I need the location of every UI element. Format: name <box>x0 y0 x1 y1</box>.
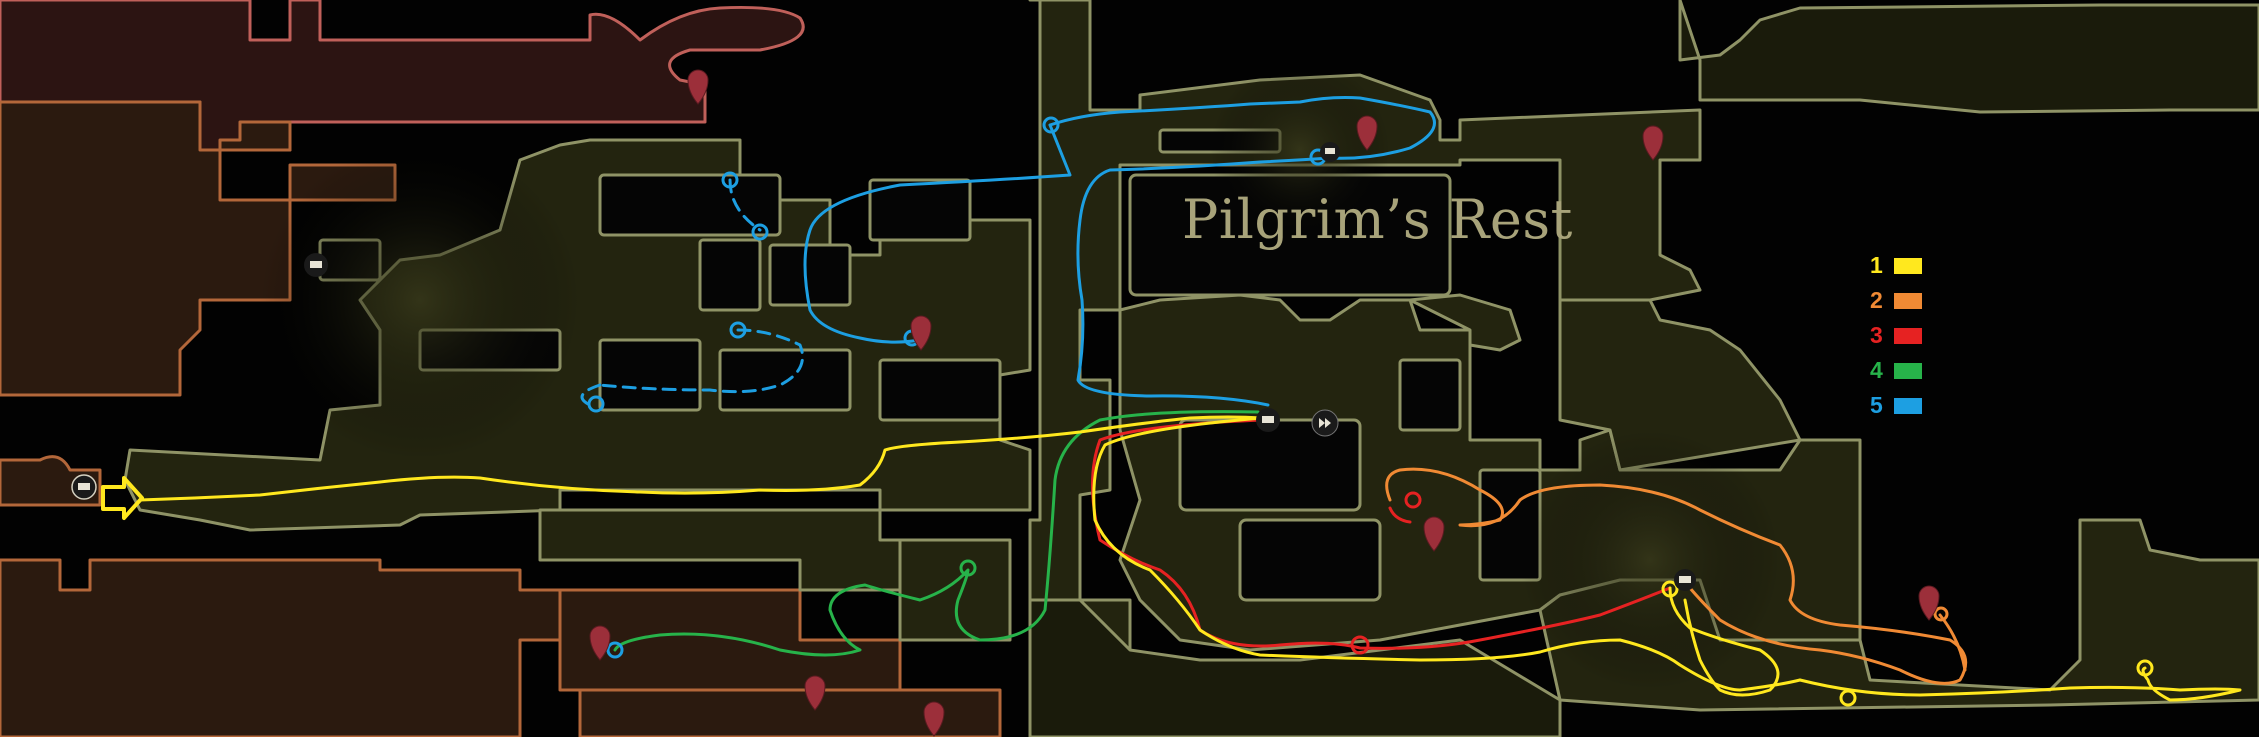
route-waypoint-icon <box>1661 580 1679 598</box>
route-5-main <box>1048 96 1436 407</box>
route-3-loop <box>1388 506 1412 524</box>
route-1-main <box>138 415 1264 502</box>
route-5-upper-branch <box>803 123 1072 344</box>
route-3 <box>1091 418 1672 650</box>
bench-icon <box>71 474 97 500</box>
legend-swatch <box>1894 257 1922 274</box>
route-waypoint-icon <box>1404 491 1422 509</box>
route-waypoint-icon <box>959 559 977 577</box>
route-waypoint-icon <box>751 223 769 241</box>
map-pin-icon <box>1642 125 1664 161</box>
route-waypoint-icon <box>2136 659 2154 677</box>
route-5-dashed-c <box>580 383 602 407</box>
route-3-main <box>1091 418 1672 650</box>
legend-number: 4 <box>1870 357 1883 383</box>
legend-item: 5 <box>1870 388 1922 423</box>
route-waypoint-icon <box>1350 635 1370 655</box>
area-title: Pilgrim’s Rest <box>1182 188 1573 251</box>
legend-item: 3 <box>1870 318 1922 353</box>
route-waypoints <box>587 116 2154 707</box>
legend-swatch <box>1894 362 1922 379</box>
route-waypoint-icon <box>721 171 739 189</box>
legend-item: 1 <box>1870 248 1922 283</box>
route-waypoint-icon <box>1933 606 1949 622</box>
bench-icon <box>304 253 328 277</box>
bench-icon <box>1320 142 1340 162</box>
map-pin-icon <box>1356 115 1378 151</box>
map-pin-icon <box>1423 516 1445 552</box>
route-waypoint-icon <box>729 321 747 339</box>
legend-number: 3 <box>1870 322 1883 348</box>
map-pin-icon <box>910 315 932 351</box>
legend-item: 4 <box>1870 353 1922 388</box>
route-waypoint-icon <box>587 395 605 413</box>
bench-icon <box>1674 569 1696 591</box>
legend-swatch <box>1894 292 1922 309</box>
map-pin-icon <box>589 625 611 661</box>
route-1-descent <box>1092 416 1802 692</box>
route-1 <box>138 415 2242 702</box>
map-pin-icon <box>923 701 945 737</box>
route-legend: 1 2 3 4 5 <box>1870 248 1922 423</box>
legend-number: 1 <box>1870 252 1883 278</box>
entry-arrow-icon <box>101 476 144 520</box>
ambient-glows <box>260 60 1780 690</box>
route-waypoint-icon <box>1839 689 1857 707</box>
benches <box>71 142 1696 591</box>
legend-number: 2 <box>1870 287 1883 313</box>
map-pins <box>589 69 1940 737</box>
route-waypoint-icon <box>1042 116 1060 134</box>
west-rooms <box>0 100 1002 737</box>
route-5-dashed-b <box>598 328 804 394</box>
legend-number: 5 <box>1870 392 1883 418</box>
legend-swatch <box>1894 327 1922 344</box>
route-5 <box>580 96 1436 407</box>
fast-travel-icon <box>1311 409 1339 437</box>
bench-icon <box>1256 408 1280 432</box>
legend-item: 2 <box>1870 283 1922 318</box>
map-pin-icon <box>687 69 709 105</box>
legend-swatch <box>1894 397 1922 414</box>
route-2-main <box>1385 467 1968 685</box>
route-1-end <box>1798 666 2242 702</box>
route-5-dashed-a <box>728 178 762 232</box>
map-pin-icon <box>804 675 826 711</box>
route-waypoint-icon <box>606 641 624 659</box>
map-pin-icon <box>1918 585 1940 621</box>
route-1-loop <box>1668 586 1780 697</box>
